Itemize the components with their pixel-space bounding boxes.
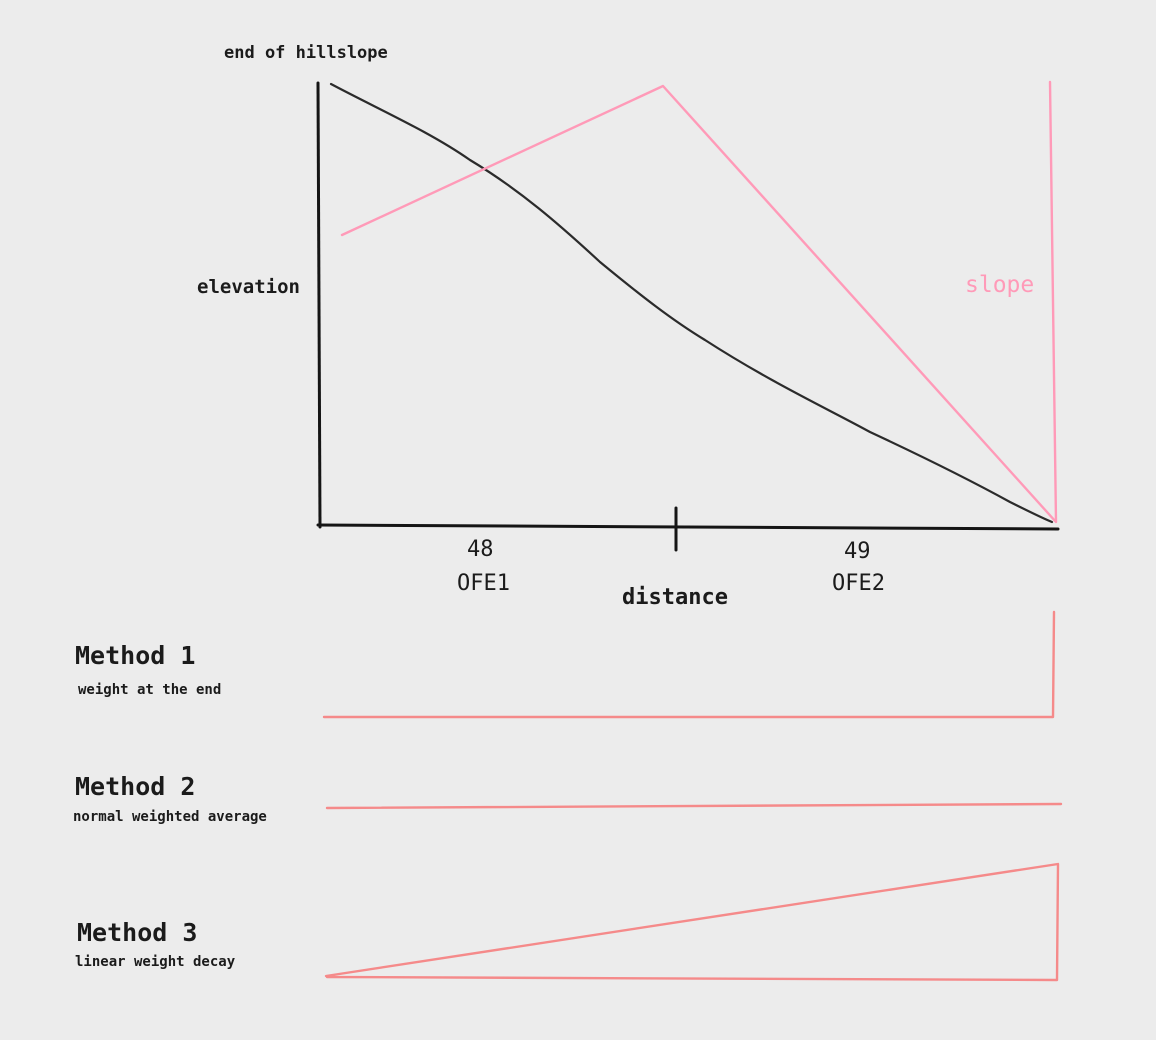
ofe2-number: 49: [844, 539, 871, 564]
slope-line: [340, 80, 1058, 524]
method-3-subtitle: linear weight decay: [75, 954, 236, 970]
distance-axis-label: distance: [622, 585, 728, 610]
end-of-hillslope-label: end of hillslope: [224, 43, 388, 63]
ofe2-name: OFE2: [832, 571, 885, 596]
elevation-axis-label: elevation: [197, 276, 300, 298]
method-2-title: Method 2: [75, 772, 196, 801]
method-1-subtitle: weight at the end: [78, 682, 222, 698]
ofe1-number: 48: [467, 537, 494, 562]
method-1-weight-curve: [322, 610, 1056, 719]
method-2-subtitle: normal weighted average: [73, 809, 267, 825]
method-2-weight-curve: [325, 802, 1063, 810]
y-axis: [316, 81, 322, 529]
method-1-title: Method 1: [75, 641, 196, 670]
x-axis: [316, 523, 1060, 531]
slope-label: slope: [965, 272, 1035, 298]
method-3-title: Method 3: [77, 918, 198, 947]
ofe1-name: OFE1: [457, 571, 510, 596]
method-3-weight-curve: [324, 862, 1060, 982]
elevation-curve: [329, 82, 1054, 524]
